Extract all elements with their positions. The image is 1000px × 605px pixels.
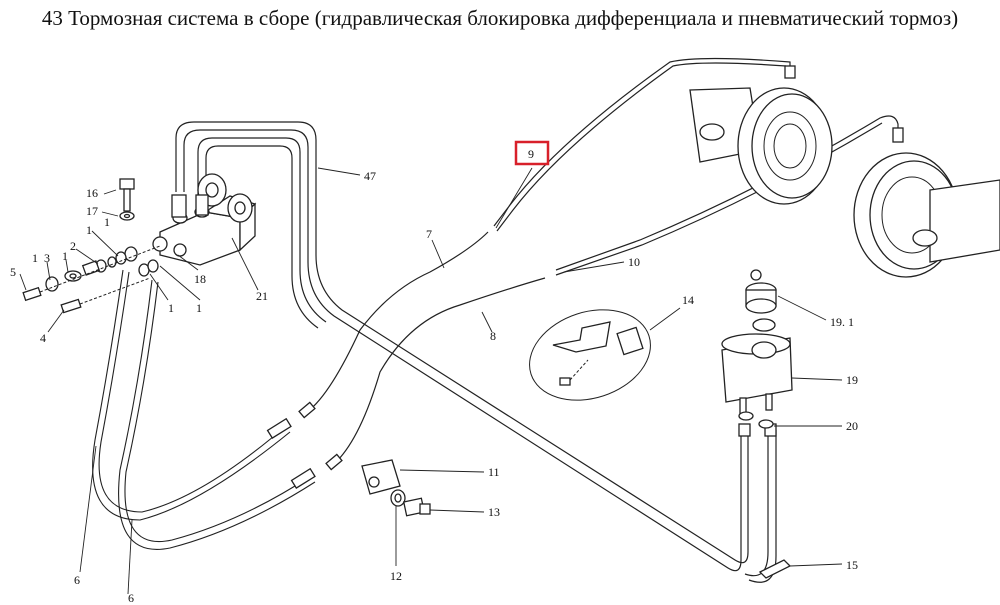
label-6b: 6 [128,591,134,605]
label-1b: 1 [104,215,110,229]
label-9: 9 [528,147,534,161]
bracket-14 [529,309,651,401]
fittings-left [22,245,161,314]
washer-12 [390,489,406,507]
label-18: 18 [194,272,206,286]
label-1c: 1 [62,249,68,263]
label-15: 15 [846,558,858,572]
label-5: 5 [10,265,16,279]
label-8: 8 [490,329,496,343]
label-6a: 6 [74,573,80,587]
label-19-1: 19. 1 [830,315,854,329]
label-12: 12 [390,569,402,583]
highlight-box [514,140,550,166]
label-14: 14 [682,293,694,307]
label-1d: 1 [32,251,38,265]
fitting-13 [402,497,431,517]
label-1a: 1 [86,223,92,237]
label-47: 47 [364,169,376,183]
pipe-47 [175,121,777,583]
label-17: 17 [86,204,98,218]
valve-block [152,173,257,266]
hoses-6 [92,269,316,550]
page-title: 43 Тормозная система в сборе (гидравличе… [41,6,959,30]
label-4: 4 [40,331,46,345]
leader-lines [19,167,843,595]
label-7: 7 [426,227,432,241]
label-3: 3 [44,251,50,265]
washer-17 [119,211,135,221]
label-21: 21 [256,289,268,303]
axle-hub-lower [853,152,1000,278]
reservoir-19 [721,333,793,415]
bolt-16 [119,178,135,212]
pipe-7-9 [298,57,796,419]
cap-19-1 [745,269,777,332]
label-1e: 1 [168,301,174,315]
bracket-11 [361,459,401,495]
callout-labels: 47 9 7 10 8 16 17 1 1 2 3 1 5 1 4 1 1 18… [10,147,858,605]
axle-hub-upper [689,87,833,205]
label-16: 16 [86,186,98,200]
label-13: 13 [488,505,500,519]
label-19: 19 [846,373,858,387]
label-2: 2 [70,239,76,253]
label-1f: 1 [196,301,202,315]
label-11: 11 [488,465,500,479]
label-10: 10 [628,255,640,269]
label-20: 20 [846,419,858,433]
clamps-20 [738,411,774,429]
